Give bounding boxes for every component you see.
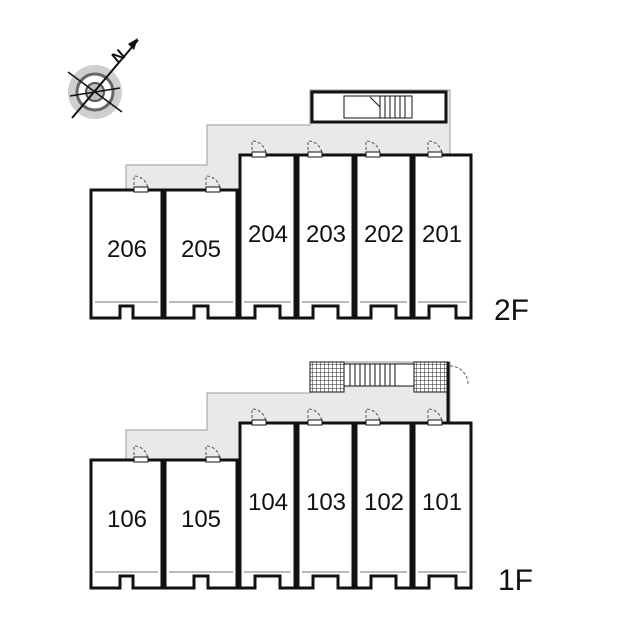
- room-label-103: 103: [306, 489, 346, 516]
- staircase-1f: [309, 361, 469, 423]
- room-label-205: 205: [181, 236, 221, 263]
- room-label-206: 206: [107, 236, 147, 263]
- staircase-2f: [310, 90, 448, 124]
- room-label-102: 102: [364, 489, 404, 516]
- room-box-104: [238, 421, 297, 590]
- room-box-201: [412, 153, 473, 320]
- north-arrow-icon: N: [67, 38, 139, 119]
- room-box-105: [163, 458, 239, 590]
- floor-label-2f: 2F: [494, 294, 529, 327]
- room-label-101: 101: [422, 489, 462, 516]
- room-box-102: [354, 421, 413, 590]
- room-box-202: [354, 153, 413, 320]
- north-label: N: [109, 47, 129, 67]
- room-label-204: 204: [248, 221, 288, 248]
- floor-label-1f: 1F: [498, 564, 533, 597]
- room-label-201: 201: [422, 221, 462, 248]
- room-box-101: [412, 421, 473, 590]
- room-box-206: [89, 188, 164, 320]
- room-label-106: 106: [107, 506, 147, 533]
- room-box-205: [163, 188, 239, 320]
- floor-1f-plan: 106 105 104 103 102 101 1F: [89, 361, 533, 597]
- room-label-105: 105: [181, 506, 221, 533]
- room-box-106: [89, 458, 164, 590]
- floor-2f-plan: 206 205 204 203 202 201 2F: [89, 89, 529, 327]
- room-label-202: 202: [364, 221, 404, 248]
- room-box-204: [238, 153, 297, 320]
- room-label-203: 203: [306, 221, 346, 248]
- room-label-104: 104: [248, 489, 288, 516]
- room-box-103: [296, 421, 355, 590]
- room-box-203: [296, 153, 355, 320]
